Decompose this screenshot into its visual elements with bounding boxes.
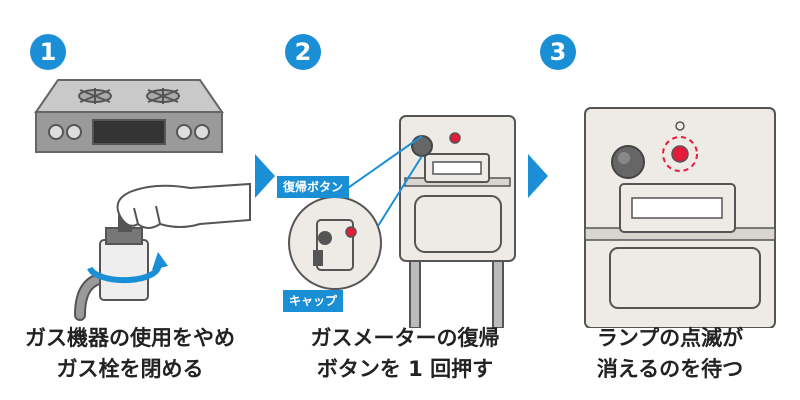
hand-icon xyxy=(116,182,251,229)
step-arrow-icon xyxy=(255,154,275,198)
gas-meter-illustration xyxy=(288,115,516,328)
lamp-icon xyxy=(671,145,689,163)
step-caption-line2: 消えるのを待つ xyxy=(596,357,744,381)
step-number-badge: 3 xyxy=(540,34,576,70)
gas-valve-hand-illustration xyxy=(74,182,251,321)
rotate-arrow-icon xyxy=(87,263,162,284)
step-caption-line1: ランプの点滅が xyxy=(596,326,744,350)
step-number-badge: 2 xyxy=(285,34,321,70)
step-3: 3 ランプの点滅が 消えるのを待つ xyxy=(540,0,800,400)
step-2: 2 復帰ボタン キャップ ガスメーターの復帰 ボタンを 1 回押す xyxy=(275,0,535,400)
burner-left-icon xyxy=(78,88,112,104)
step-caption-line1: ガス機器の使用をやめ xyxy=(25,326,235,350)
step-caption-line1: ガスメーターの復帰 xyxy=(310,326,500,350)
cap-label: キャップ xyxy=(283,290,344,312)
step-caption-line2: ボタンを 1 回押す xyxy=(316,357,494,381)
gas-stove-illustration xyxy=(34,79,224,153)
step-caption-line2: ガス栓を閉める xyxy=(56,357,204,381)
step-number-badge: 1 xyxy=(30,34,66,70)
gas-meter-closeup-illustration xyxy=(584,107,776,328)
reset-button-label: 復帰ボタン xyxy=(277,176,350,198)
step-arrow-icon xyxy=(528,154,548,198)
burner-right-icon xyxy=(146,88,180,104)
step-1: 1 ガス機器の使用をや xyxy=(0,0,260,400)
